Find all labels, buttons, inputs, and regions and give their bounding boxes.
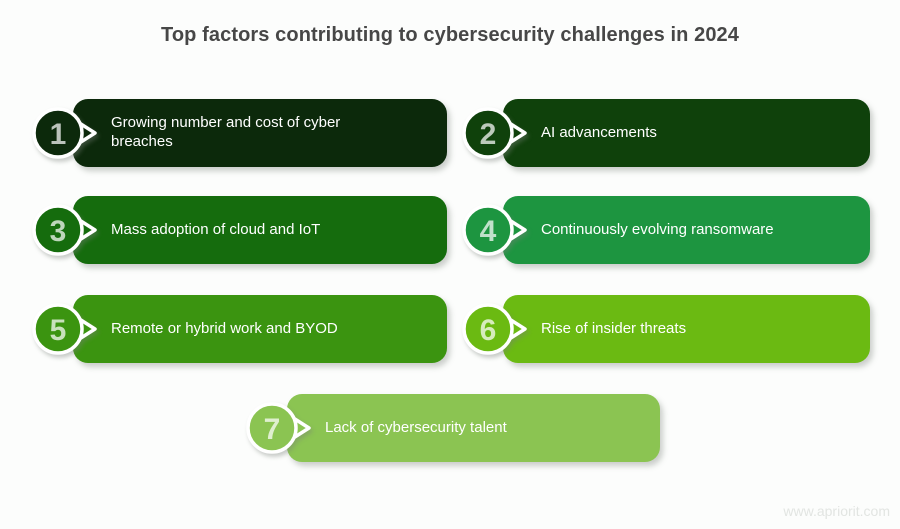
number-badge: 6: [462, 303, 527, 355]
number-badge: 4: [462, 204, 527, 256]
factor-label: Lack of cybersecurity talent: [325, 418, 507, 436]
number-badge: 1: [32, 107, 97, 159]
page-title: Top factors contributing to cybersecurit…: [161, 24, 739, 46]
factor-item: Growing number and cost of cyber breache…: [32, 99, 447, 167]
factor-label: AI advancements: [541, 123, 657, 141]
factor-number: 6: [480, 314, 497, 347]
factor-label: Growing number and cost of cyber breache…: [111, 114, 341, 150]
factor-pill: Remote or hybrid work and BYOD: [73, 295, 447, 363]
number-badge: 3: [32, 204, 97, 256]
factor-number: 2: [480, 118, 497, 151]
factor-label: Remote or hybrid work and BYOD: [111, 319, 338, 337]
number-badge: 2: [462, 107, 527, 159]
factor-label: Continuously evolving ransomware: [541, 220, 774, 238]
factor-item: Mass adoption of cloud and IoT 3: [32, 196, 447, 264]
factor-pill: Continuously evolving ransomware: [503, 196, 870, 264]
number-badge: 5: [32, 303, 97, 355]
factor-number: 5: [50, 314, 67, 347]
factor-item: Lack of cybersecurity talent 7: [246, 394, 660, 462]
factor-item: Continuously evolving ransomware 4: [462, 196, 870, 264]
watermark-url: www.apriorit.com: [783, 503, 890, 519]
number-circle: [462, 303, 514, 355]
number-circle: [462, 204, 514, 256]
factor-label: Rise of insider threats: [541, 319, 687, 337]
factor-number: 4: [480, 215, 497, 248]
factor-number: 7: [264, 413, 281, 446]
factor-pill: Lack of cybersecurity talent: [287, 394, 660, 462]
factor-pill: Growing number and cost of cyber breache…: [73, 99, 447, 167]
factor-label: Mass adoption of cloud and IoT: [111, 220, 321, 238]
factor-item: Rise of insider threats 6: [462, 295, 870, 363]
factor-item: Remote or hybrid work and BYOD 5: [32, 295, 447, 363]
factor-pill: Rise of insider threats: [503, 295, 870, 363]
factor-pill: AI advancements: [503, 99, 870, 167]
number-circle: [462, 107, 514, 159]
number-circle: [32, 107, 84, 159]
number-circle: [32, 204, 84, 256]
factor-item: AI advancements 2: [462, 99, 870, 167]
number-badge: 7: [246, 402, 311, 454]
number-circle: [32, 303, 84, 355]
number-circle: [246, 402, 298, 454]
factor-number: 3: [50, 215, 67, 248]
factor-pill: Mass adoption of cloud and IoT: [73, 196, 447, 264]
factor-number: 1: [50, 118, 67, 151]
